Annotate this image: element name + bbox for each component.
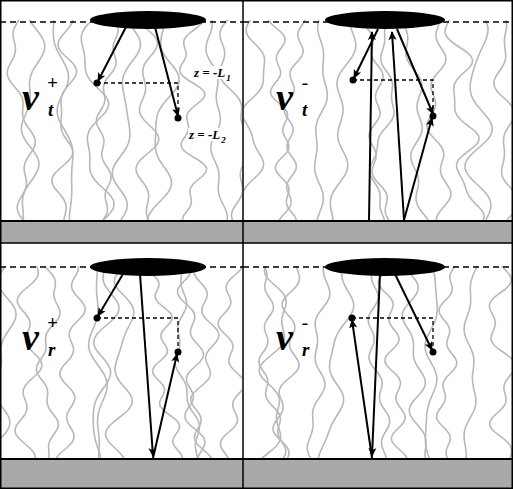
depth-label: z = -L	[193, 66, 226, 79]
source-ellipse	[90, 11, 445, 276]
depth-label: z = -L	[188, 128, 221, 141]
superscript: +	[47, 73, 58, 92]
subscript: r	[48, 340, 55, 359]
field-lines	[244, 20, 512, 220]
symbol-nu: ν	[22, 78, 39, 116]
subscript: t	[48, 100, 53, 119]
depth-subscript: 2	[221, 136, 226, 145]
ground	[0, 460, 513, 489]
field-lines	[7, 20, 242, 220]
symbol-nu: ν	[276, 318, 293, 356]
superscript: -	[302, 73, 308, 92]
ground	[0, 222, 513, 243]
field-lines	[259, 266, 512, 458]
depth-subscript: 1	[226, 74, 231, 83]
superscript: -	[302, 313, 308, 332]
field-lines	[1, 266, 242, 458]
depth-point	[94, 77, 437, 356]
symbol-nu: ν	[276, 78, 293, 116]
subscript: t	[302, 100, 307, 119]
superscript: +	[47, 313, 58, 332]
symbol-nu: ν	[22, 318, 39, 356]
subscript: r	[302, 340, 309, 359]
